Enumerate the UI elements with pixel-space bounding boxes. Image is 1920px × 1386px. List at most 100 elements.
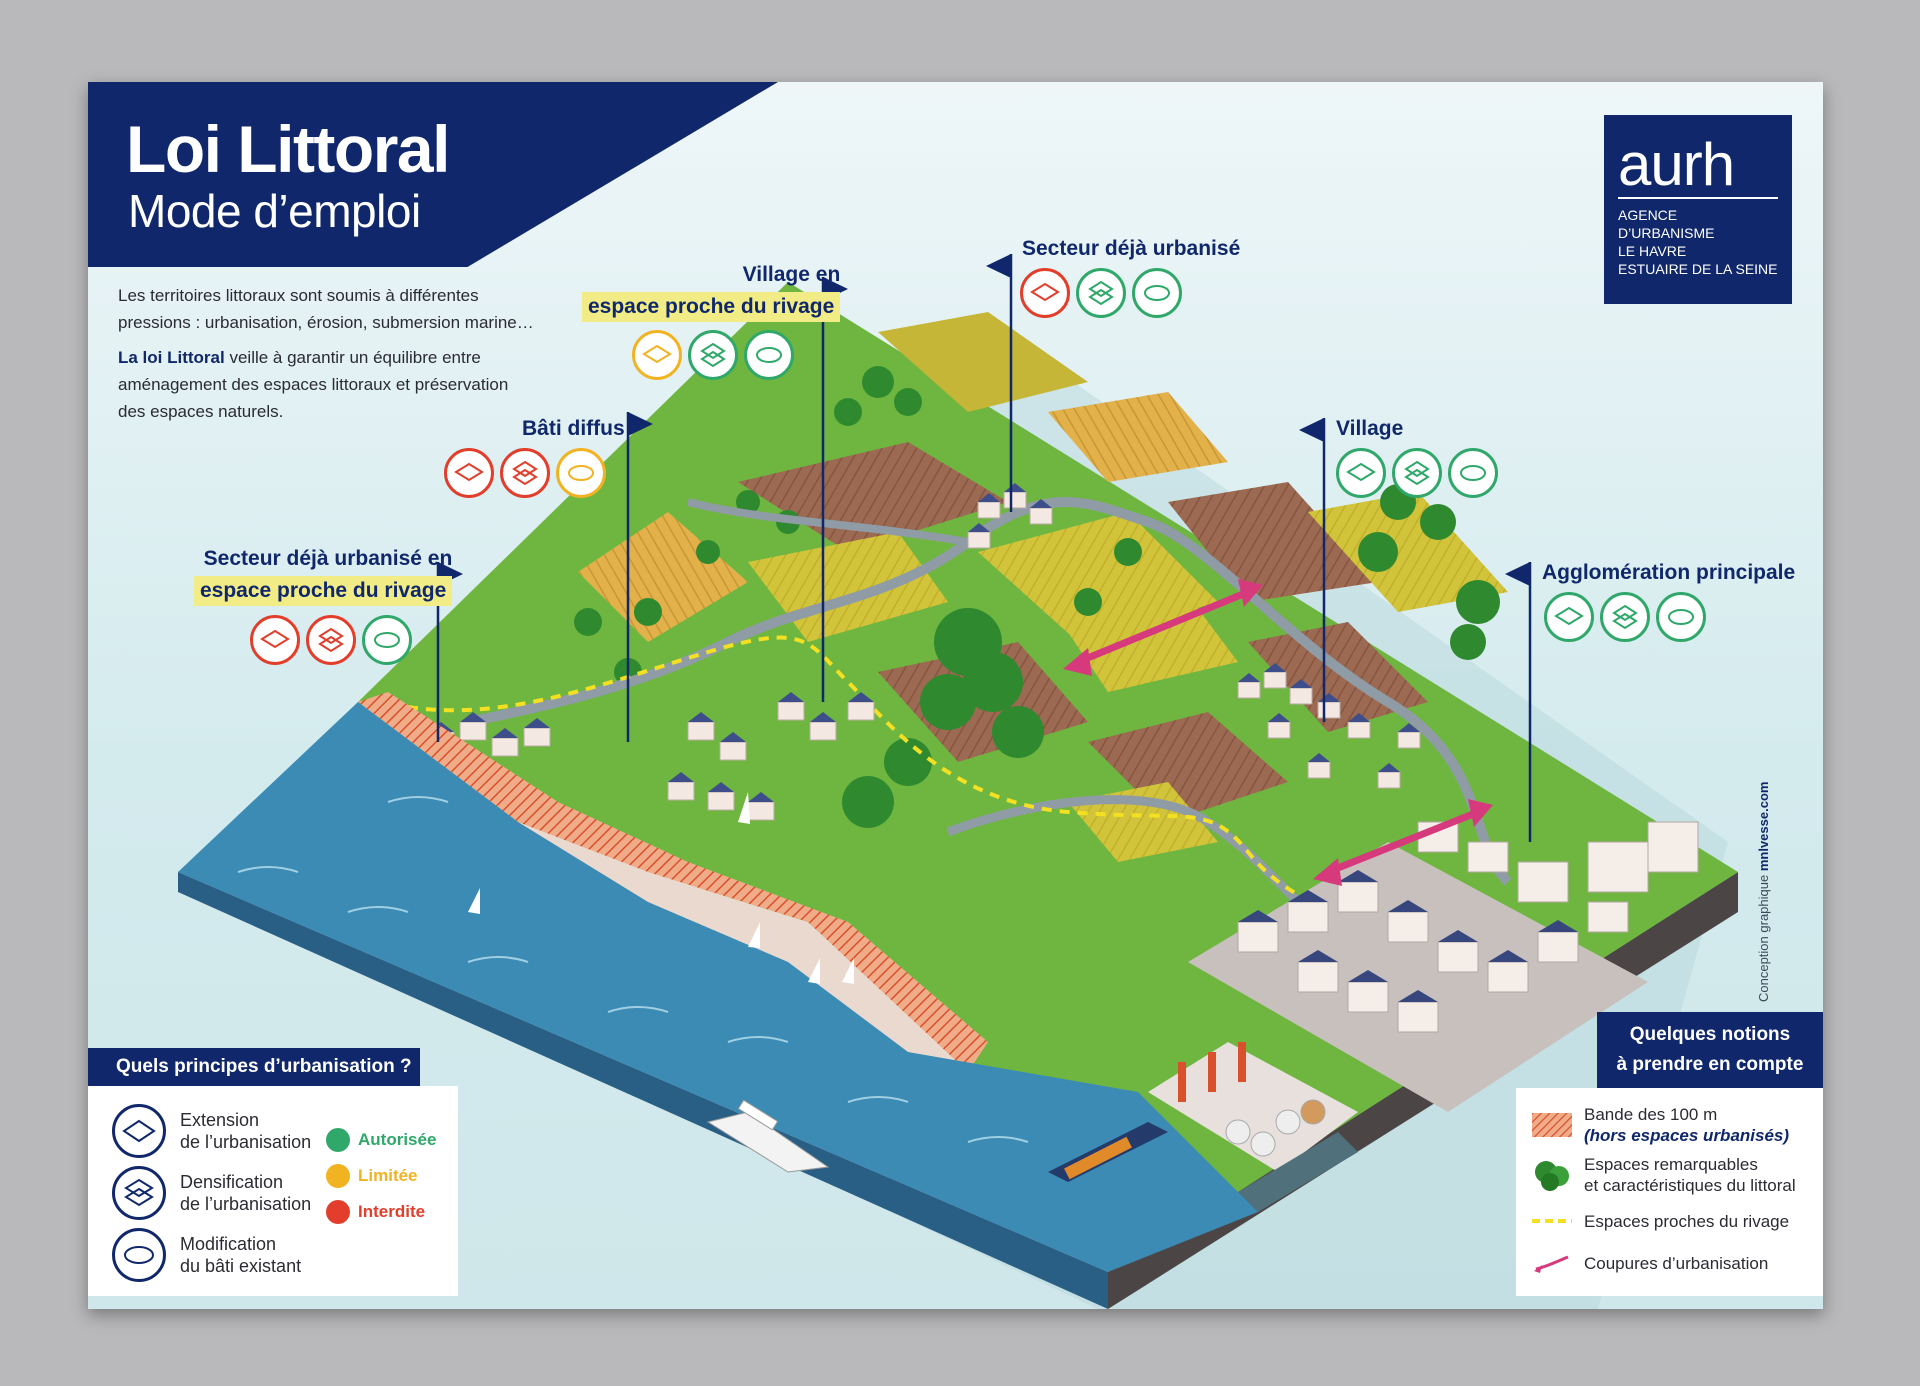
icons-village: [1336, 448, 1498, 498]
densification-icon: [1600, 592, 1650, 642]
legend-item-modification-l2: du bâti existant: [180, 1256, 302, 1276]
label-agglomeration: Agglomération principale: [1542, 561, 1796, 584]
legend-item-extension-l2: de l’urbanisation: [180, 1132, 312, 1152]
densification-icon: [688, 330, 738, 380]
status-autorisee: Autorisée: [326, 1128, 436, 1152]
legend-espaces-remarquables-l1: Espaces remarquables: [1584, 1155, 1758, 1174]
legend-principles-title: Quels principes d’urbanisation ?: [88, 1048, 420, 1086]
label-sdu: Secteur déjà urbanisé: [1022, 237, 1241, 260]
modification-icon: [556, 448, 606, 498]
legend-notions: Bande des 100 m(hors espaces urbanisés) …: [1516, 1088, 1823, 1296]
legend-espaces-proches: Espaces proches du rivage: [1530, 1204, 1823, 1238]
icons-bati-diffus: [444, 448, 606, 498]
logo-word: aurh: [1618, 131, 1735, 198]
extension-icon: [444, 448, 494, 498]
sea: [178, 702, 1258, 1272]
icons-village-rivage: [632, 330, 794, 380]
poster: Loi Littoral Mode d’emploi Les territoir…: [88, 82, 1823, 1309]
modification-icon: [1132, 268, 1182, 318]
logo-line-2: d’urbanisme: [1618, 225, 1715, 241]
label-sdu-rivage-line2: espace proche du rivage: [194, 576, 453, 606]
icons-sdu: [1020, 268, 1182, 318]
urbanisation-break-arrows: [1076, 588, 1480, 876]
icons-agglomeration: [1544, 592, 1706, 642]
isometric-landscape: [178, 254, 1738, 1309]
densification-icon: [500, 448, 550, 498]
extension-icon: [1020, 268, 1070, 318]
status-limitee: Limitée: [326, 1164, 418, 1188]
green-dot-icon: [326, 1128, 350, 1152]
logo-line-4: Estuaire de la Seine: [1618, 261, 1778, 277]
legend-espaces-remarquables-l2: et caractéristiques du littoral: [1584, 1176, 1796, 1195]
graphic-credit: Conception graphique mnlvesse.com: [1756, 702, 1776, 1002]
logo-divider: [1618, 197, 1778, 199]
modification-icon: [1448, 448, 1498, 498]
intro-text: Les territoires littoraux sont soumis à …: [118, 282, 538, 433]
label-village-rivage-line1: Village en: [742, 263, 841, 286]
densification-icon: [306, 615, 356, 665]
legend-bande-100m-l1: Bande des 100 m: [1584, 1105, 1718, 1124]
legend-item-densification-l1: Densification: [180, 1172, 284, 1192]
modification-icon: [744, 330, 794, 380]
label-sdu-rivage-line1: Secteur déjà urbanisé en: [203, 547, 453, 570]
arrow-icon: [1530, 1246, 1574, 1280]
extension-icon: [250, 615, 300, 665]
credit-prefix: Conception graphique: [1756, 874, 1771, 1002]
logo-line-1: Agence: [1618, 207, 1678, 223]
cargo-ship-icon: [1048, 1122, 1168, 1182]
legend-notions-title-l2: à prendre en compte: [1616, 1054, 1804, 1075]
trees-icon: [1530, 1158, 1574, 1192]
legend-coupures: Coupures d’urbanisation: [1530, 1246, 1823, 1280]
hatch-icon: [1530, 1108, 1574, 1142]
label-bati-diffus: Bâti diffus: [522, 417, 625, 440]
intro-paragraph-1: Les territoires littoraux sont soumis à …: [118, 286, 534, 332]
page-subtitle: Mode d’emploi: [128, 185, 421, 237]
legend-item-extension-l1: Extension: [180, 1110, 260, 1130]
intro-paragraph-2: La loi Littoral veille à garantir un équ…: [118, 344, 538, 425]
legend-espaces-remarquables: Espaces remarquables et caractéristiques …: [1530, 1154, 1823, 1196]
dashed-line-icon: [1530, 1204, 1574, 1238]
densification-icon: [1076, 268, 1126, 318]
modification-icon: [112, 1228, 166, 1282]
extension-icon: [1544, 592, 1594, 642]
label-village-rivage: Village en espace proche du rivage: [582, 260, 841, 322]
label-village-rivage-line2: espace proche du rivage: [582, 292, 841, 322]
page-title: Loi Littoral: [126, 112, 450, 186]
espaces-proches-line: [407, 635, 1360, 934]
legend-item-densification-l2: de l’urbanisation: [180, 1194, 312, 1214]
status-interdite-label: Interdite: [358, 1202, 426, 1221]
legend-bande-100m: Bande des 100 m (hors espaces urbanisés): [1530, 1104, 1823, 1146]
credit-brand: mnlvesse.com: [1756, 781, 1771, 872]
legend-espaces-proches-l1: Espaces proches du rivage: [1584, 1211, 1790, 1231]
status-limitee-label: Limitée: [358, 1166, 418, 1185]
densification-icon: [1392, 448, 1442, 498]
intro-bold: La loi Littoral: [118, 348, 225, 367]
legend-notions-title: Quelques notions à prendre en compte: [1597, 1012, 1823, 1088]
extension-icon: [632, 330, 682, 380]
legend-bande-100m-l2: (hors espaces urbanisés): [1584, 1126, 1790, 1145]
extension-icon: [1336, 448, 1386, 498]
status-interdite: Interdite: [326, 1200, 425, 1224]
label-village: Village: [1336, 417, 1404, 440]
intro-rest: veille à garantir un équilibre entre amé…: [118, 348, 509, 421]
extension-icon: [112, 1104, 166, 1158]
label-sdu-rivage: Secteur déjà urbanisé en espace proche d…: [194, 544, 453, 606]
aurh-logo: aurh Agence d’urbanisme Le Havre Estuair…: [1604, 115, 1792, 304]
legend-item-modification-l1: Modification: [180, 1234, 277, 1254]
red-dot-icon: [326, 1200, 350, 1224]
legend-notions-title-l1: Quelques notions: [1629, 1024, 1791, 1045]
cruise-ship-icon: [706, 1099, 830, 1173]
icons-sdu-rivage: [250, 615, 412, 665]
yellow-dot-icon: [326, 1164, 350, 1188]
logo-line-3: Le Havre: [1618, 243, 1687, 259]
status-autorisee-label: Autorisée: [358, 1130, 437, 1149]
cliff: [518, 822, 968, 1072]
block-left-side: [178, 872, 1108, 1309]
modification-icon: [1656, 592, 1706, 642]
densification-icon: [112, 1166, 166, 1220]
legend-coupures-l1: Coupures d’urbanisation: [1584, 1253, 1769, 1273]
